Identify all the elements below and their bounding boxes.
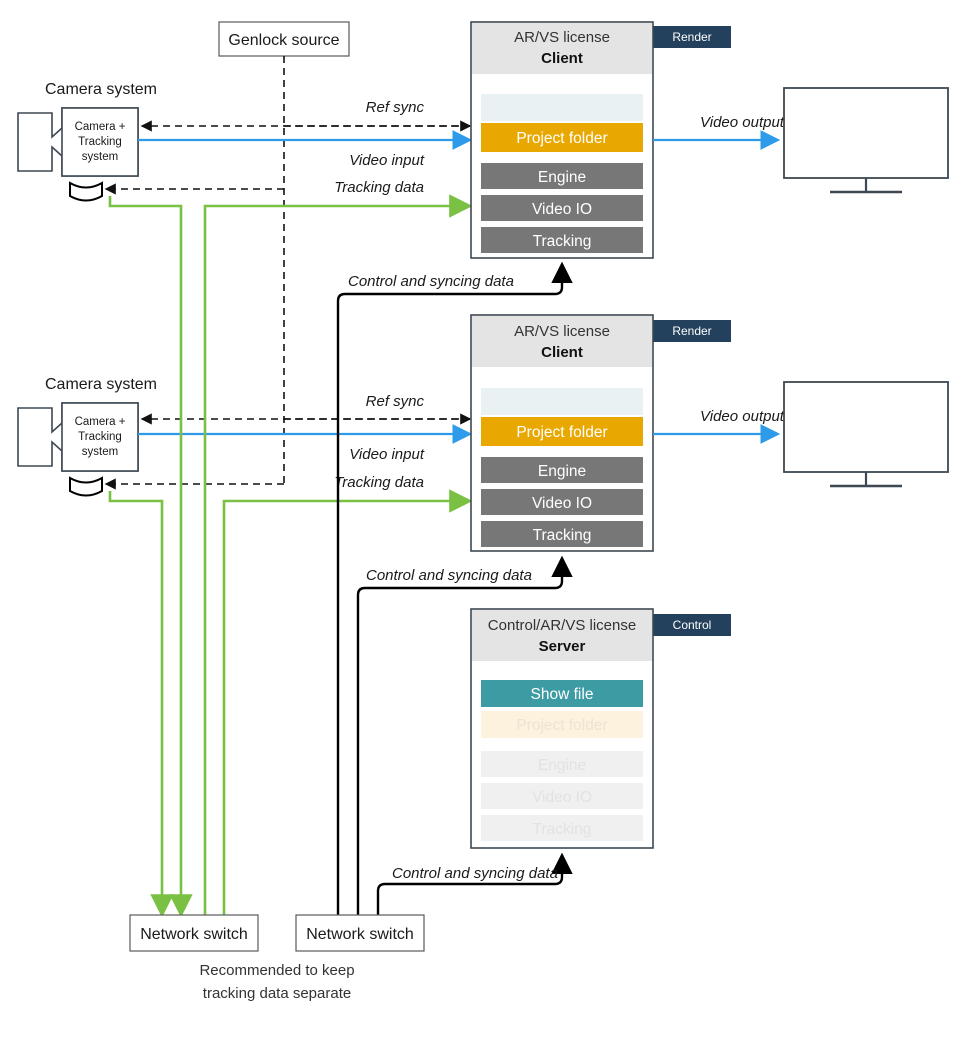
server-row-3[interactable] [481,783,643,809]
video-output-label-1: Video output [700,114,785,131]
tracking-data-label-1: Tracking data [334,179,424,196]
client-2-row-3-label: Video IO [532,495,592,512]
tracking-green-cam2-to-client2 [222,489,473,915]
tracking-data-label-2: Tracking data [334,474,424,491]
server-badge: Control [653,614,731,636]
server-row-3-label: Video IO [532,789,592,806]
genlock-source-node[interactable]: Genlock source [218,21,350,57]
control-line-server [376,852,573,915]
client-1-row-4[interactable] [481,227,643,253]
network-switch-2-label: Network switch [306,926,414,943]
server-role: Server [539,638,586,655]
client-2-row-4[interactable] [481,521,643,547]
camera-system-2[interactable]: Camera + Tracking system [17,402,139,472]
tracking-sensor-2 [69,476,103,497]
camera-system-2-title: Camera system [45,376,157,393]
network-switch-control[interactable]: Network switch [295,914,425,952]
client-2-row-2[interactable] [481,457,643,483]
client-1-row-1[interactable] [481,123,643,152]
client-1-node[interactable]: AR/VS license Client Project folder Engi… [470,21,654,259]
server-row-2-label: Engine [538,757,586,774]
server-row-1-label: Project folder [516,717,607,734]
client-1-row-2-label: Engine [538,169,586,186]
client-1-row-0[interactable] [481,94,643,121]
video-output-label-2: Video output [700,408,785,425]
client-2-row-1-label: Project folder [516,424,607,441]
client-2-row-3[interactable] [481,489,643,515]
client-1-row-4-label: Tracking [533,233,592,250]
video-input-label-1: Video input [349,152,425,169]
camera-1-line-2: Tracking [78,136,122,148]
client-1-role: Client [541,50,583,67]
client-1-row-2[interactable] [481,163,643,189]
client-1-badge-label: Render [672,30,711,44]
control-label-2: Control and syncing data [366,567,532,584]
genlock-label: Genlock source [228,32,339,49]
server-badge-label: Control [673,618,712,632]
client-2-badge-label: Render [672,324,711,338]
network-switch-1-label: Network switch [140,926,248,943]
tracking-green-cam1-to-switch [108,196,193,918]
server-node[interactable]: Control/AR/VS license Server Show file P… [470,608,654,849]
client-2-license: AR/VS license [514,323,610,340]
server-row-0-label: Show file [531,686,594,703]
client-2-row-2-label: Engine [538,463,586,480]
client-1-license: AR/VS license [514,29,610,46]
monitor-1 [783,87,949,194]
camera-2-line-1: Camera + [75,416,126,428]
client-1-row-3-label: Video IO [532,201,592,218]
client-2-row-0[interactable] [481,388,643,415]
tracking-green-cam1-to-client1 [203,194,473,915]
video-input-label-2: Video input [349,446,425,463]
client-2-node[interactable]: AR/VS license Client Project folder Engi… [470,314,654,552]
camera-system-1[interactable]: Camera + Tracking system [17,107,139,177]
server-row-4-label: Tracking [533,821,592,838]
client-1-row-1-label: Project folder [516,130,607,147]
camera-1-line-3: system [82,151,118,163]
note-line-2: tracking data separate [203,985,351,1002]
camera-2-line-2: Tracking [78,431,122,443]
server-row-0[interactable] [481,680,643,707]
network-switch-tracking[interactable]: Network switch [129,914,259,952]
client-1-badge: Render [653,26,731,48]
note-line-1: Recommended to keep [199,962,354,979]
tracking-sensor-1 [69,181,103,202]
ref-sync-label-2: Ref sync [366,393,425,410]
client-2-badge: Render [653,320,731,342]
client-2-role: Client [541,344,583,361]
client-1-row-3[interactable] [481,195,643,221]
camera-2-line-3: system [82,446,118,458]
control-label-3: Control and syncing data [392,865,558,882]
monitor-2 [783,381,949,488]
client-2-row-4-label: Tracking [533,527,592,544]
server-row-4[interactable] [481,815,643,841]
control-line-client-2 [356,555,573,915]
ref-sync-label-1: Ref sync [366,99,425,116]
server-row-1[interactable] [481,711,643,738]
server-row-2[interactable] [481,751,643,777]
server-license: Control/AR/VS license [488,617,636,634]
camera-1-line-1: Camera + [75,121,126,133]
control-label-1: Control and syncing data [348,273,514,290]
tracking-green-cam2-to-switch [108,491,174,918]
camera-system-1-title: Camera system [45,81,157,98]
client-2-row-1[interactable] [481,417,643,446]
control-line-client-1 [336,261,573,915]
